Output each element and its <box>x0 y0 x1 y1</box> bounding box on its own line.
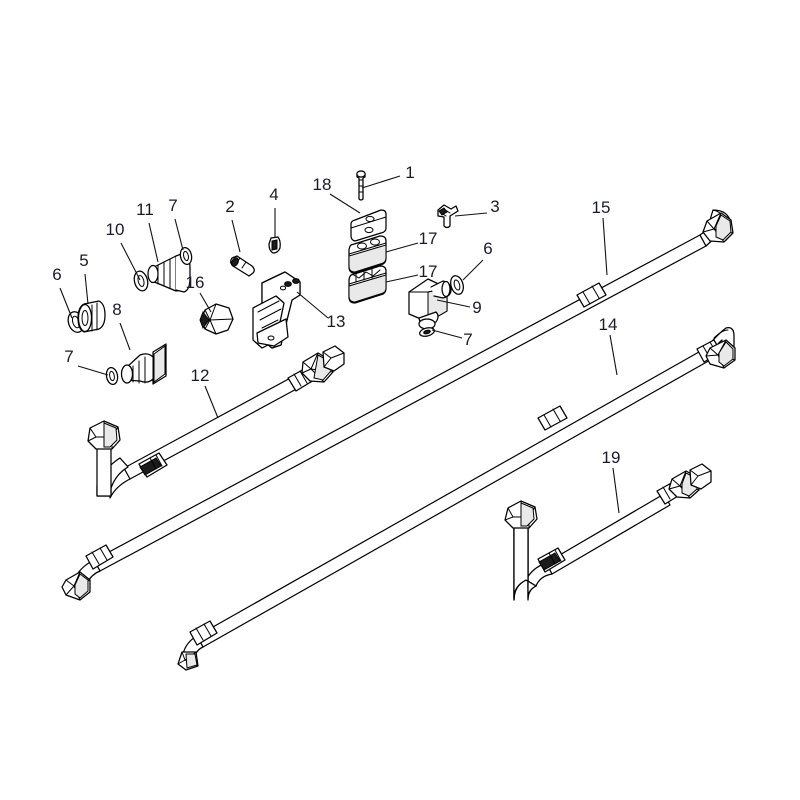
part-o-ring-10 <box>133 270 149 292</box>
callout-6b: 6 <box>483 239 492 258</box>
callout-14: 14 <box>599 315 618 334</box>
callout-1: 1 <box>405 163 414 182</box>
part-bracket-13 <box>252 271 301 349</box>
part-hose-12 <box>87 345 345 499</box>
callout-11: 11 <box>136 200 154 219</box>
callout-18: 18 <box>313 175 332 194</box>
callout-15: 15 <box>592 198 611 217</box>
part-o-ring-7a <box>105 366 119 386</box>
part-clamp-half-17b <box>348 265 387 304</box>
callout-8: 8 <box>112 300 121 319</box>
part-plug-4 <box>268 236 281 254</box>
callout-6a: 6 <box>52 265 61 284</box>
part-hose-14 <box>177 327 736 671</box>
callout-2: 2 <box>225 197 234 216</box>
part-hose-19 <box>504 463 712 601</box>
callout-4: 4 <box>269 185 278 204</box>
part-clip-3 <box>437 204 459 229</box>
callout-17b: 17 <box>419 262 438 281</box>
part-elbow-fitting-8 <box>120 343 167 385</box>
part-clamp-half-17a <box>348 235 387 274</box>
callout-5: 5 <box>79 251 88 270</box>
callout-3: 3 <box>490 197 499 216</box>
part-hose-15 <box>61 209 734 601</box>
callout-labels: 1 2 3 4 5 6 6 7 7 7 8 9 10 11 12 13 14 1… <box>52 163 620 467</box>
part-nut-16 <box>199 303 234 335</box>
part-o-ring-7b <box>179 246 193 266</box>
callout-19: 19 <box>602 448 621 467</box>
callout-12: 12 <box>191 366 210 385</box>
callout-7b: 7 <box>168 196 177 215</box>
part-bolt-1 <box>356 170 366 201</box>
callout-10: 10 <box>106 220 125 239</box>
part-plate-18 <box>350 209 387 242</box>
part-pin-2 <box>230 255 255 277</box>
part-o-ring-7c <box>419 327 435 337</box>
callout-16: 16 <box>186 273 205 292</box>
callout-13: 13 <box>327 312 346 331</box>
part-solenoid-block-9 <box>408 278 452 330</box>
part-spacer-5 <box>77 300 106 333</box>
part-o-ring-6b <box>450 275 464 295</box>
callout-17a: 17 <box>419 229 438 248</box>
callout-7a: 7 <box>64 347 73 366</box>
callout-7c: 7 <box>463 330 472 349</box>
callout-9: 9 <box>472 298 481 317</box>
leader-lines <box>59 175 620 514</box>
